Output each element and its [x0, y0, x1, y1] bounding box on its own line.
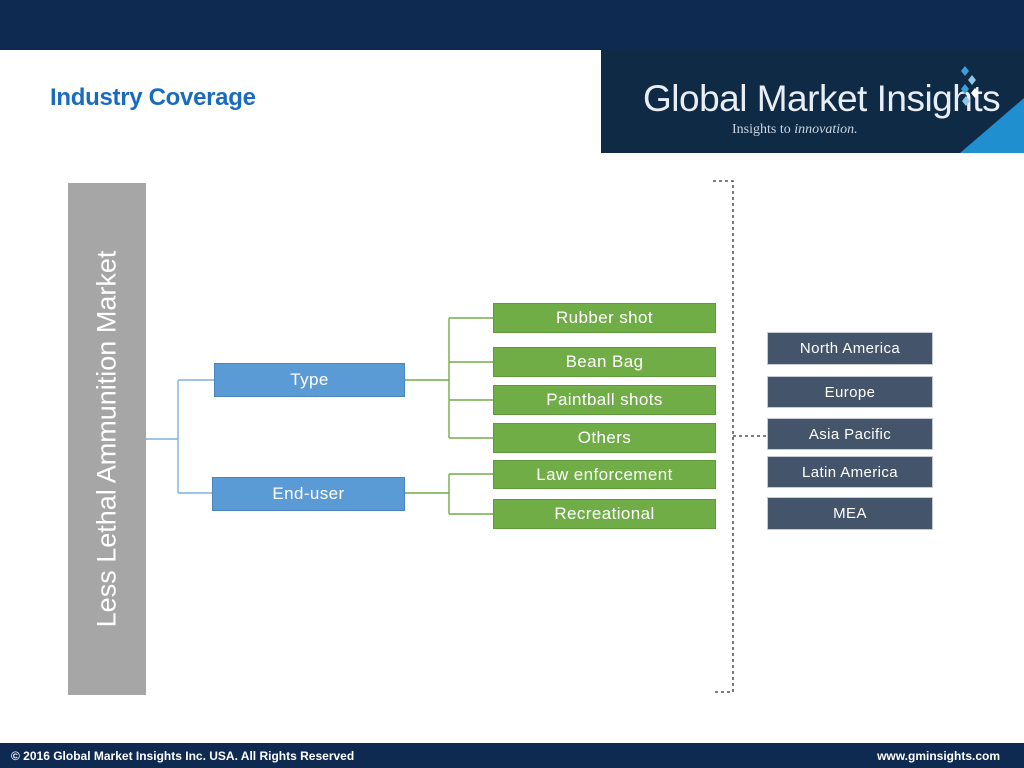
type-connector-lines [405, 317, 493, 439]
footer-bar: © 2016 Global Market Insights Inc. USA. … [0, 743, 1024, 768]
top-bar [0, 0, 1024, 50]
sub-paintball-shots: Paintball shots [493, 385, 716, 415]
page-title: Industry Coverage [50, 84, 256, 111]
logo-tagline: Insights to innovation. [732, 122, 858, 138]
company-logo: Global Market Insights Insights to innov… [601, 50, 1024, 153]
footer-copyright: © 2016 Global Market Insights Inc. USA. … [11, 749, 355, 763]
region-asia-pacific: Asia Pacific [767, 418, 933, 450]
region-latin-america: Latin America [767, 456, 933, 488]
region-europe: Europe [767, 376, 933, 408]
segment-type: Type [214, 363, 405, 397]
geography-bracket [713, 180, 767, 693]
logo-tagline-emphasis: innovation. [794, 122, 858, 137]
region-mea: MEA [767, 497, 933, 530]
footer-website-link[interactable]: www.gminsights.com [877, 749, 1000, 763]
logo-diamonds-icon [961, 66, 979, 106]
region-north-america: North America [767, 332, 933, 365]
sub-law-enforcement: Law enforcement [493, 460, 716, 489]
root-connector-lines [146, 379, 214, 494]
end-user-connector-lines [405, 473, 493, 515]
sub-others: Others [493, 423, 716, 453]
logo-accent-triangle [960, 98, 1024, 153]
sub-recreational: Recreational [493, 499, 716, 529]
logo-tagline-prefix: Insights to [732, 122, 795, 137]
logo-name: Global Market Insights [643, 78, 1001, 119]
segment-end-user: End-user [212, 477, 405, 511]
sub-rubber-shot: Rubber shot [493, 303, 716, 333]
sub-bean-bag: Bean Bag [493, 347, 716, 377]
market-root-box [68, 183, 146, 695]
